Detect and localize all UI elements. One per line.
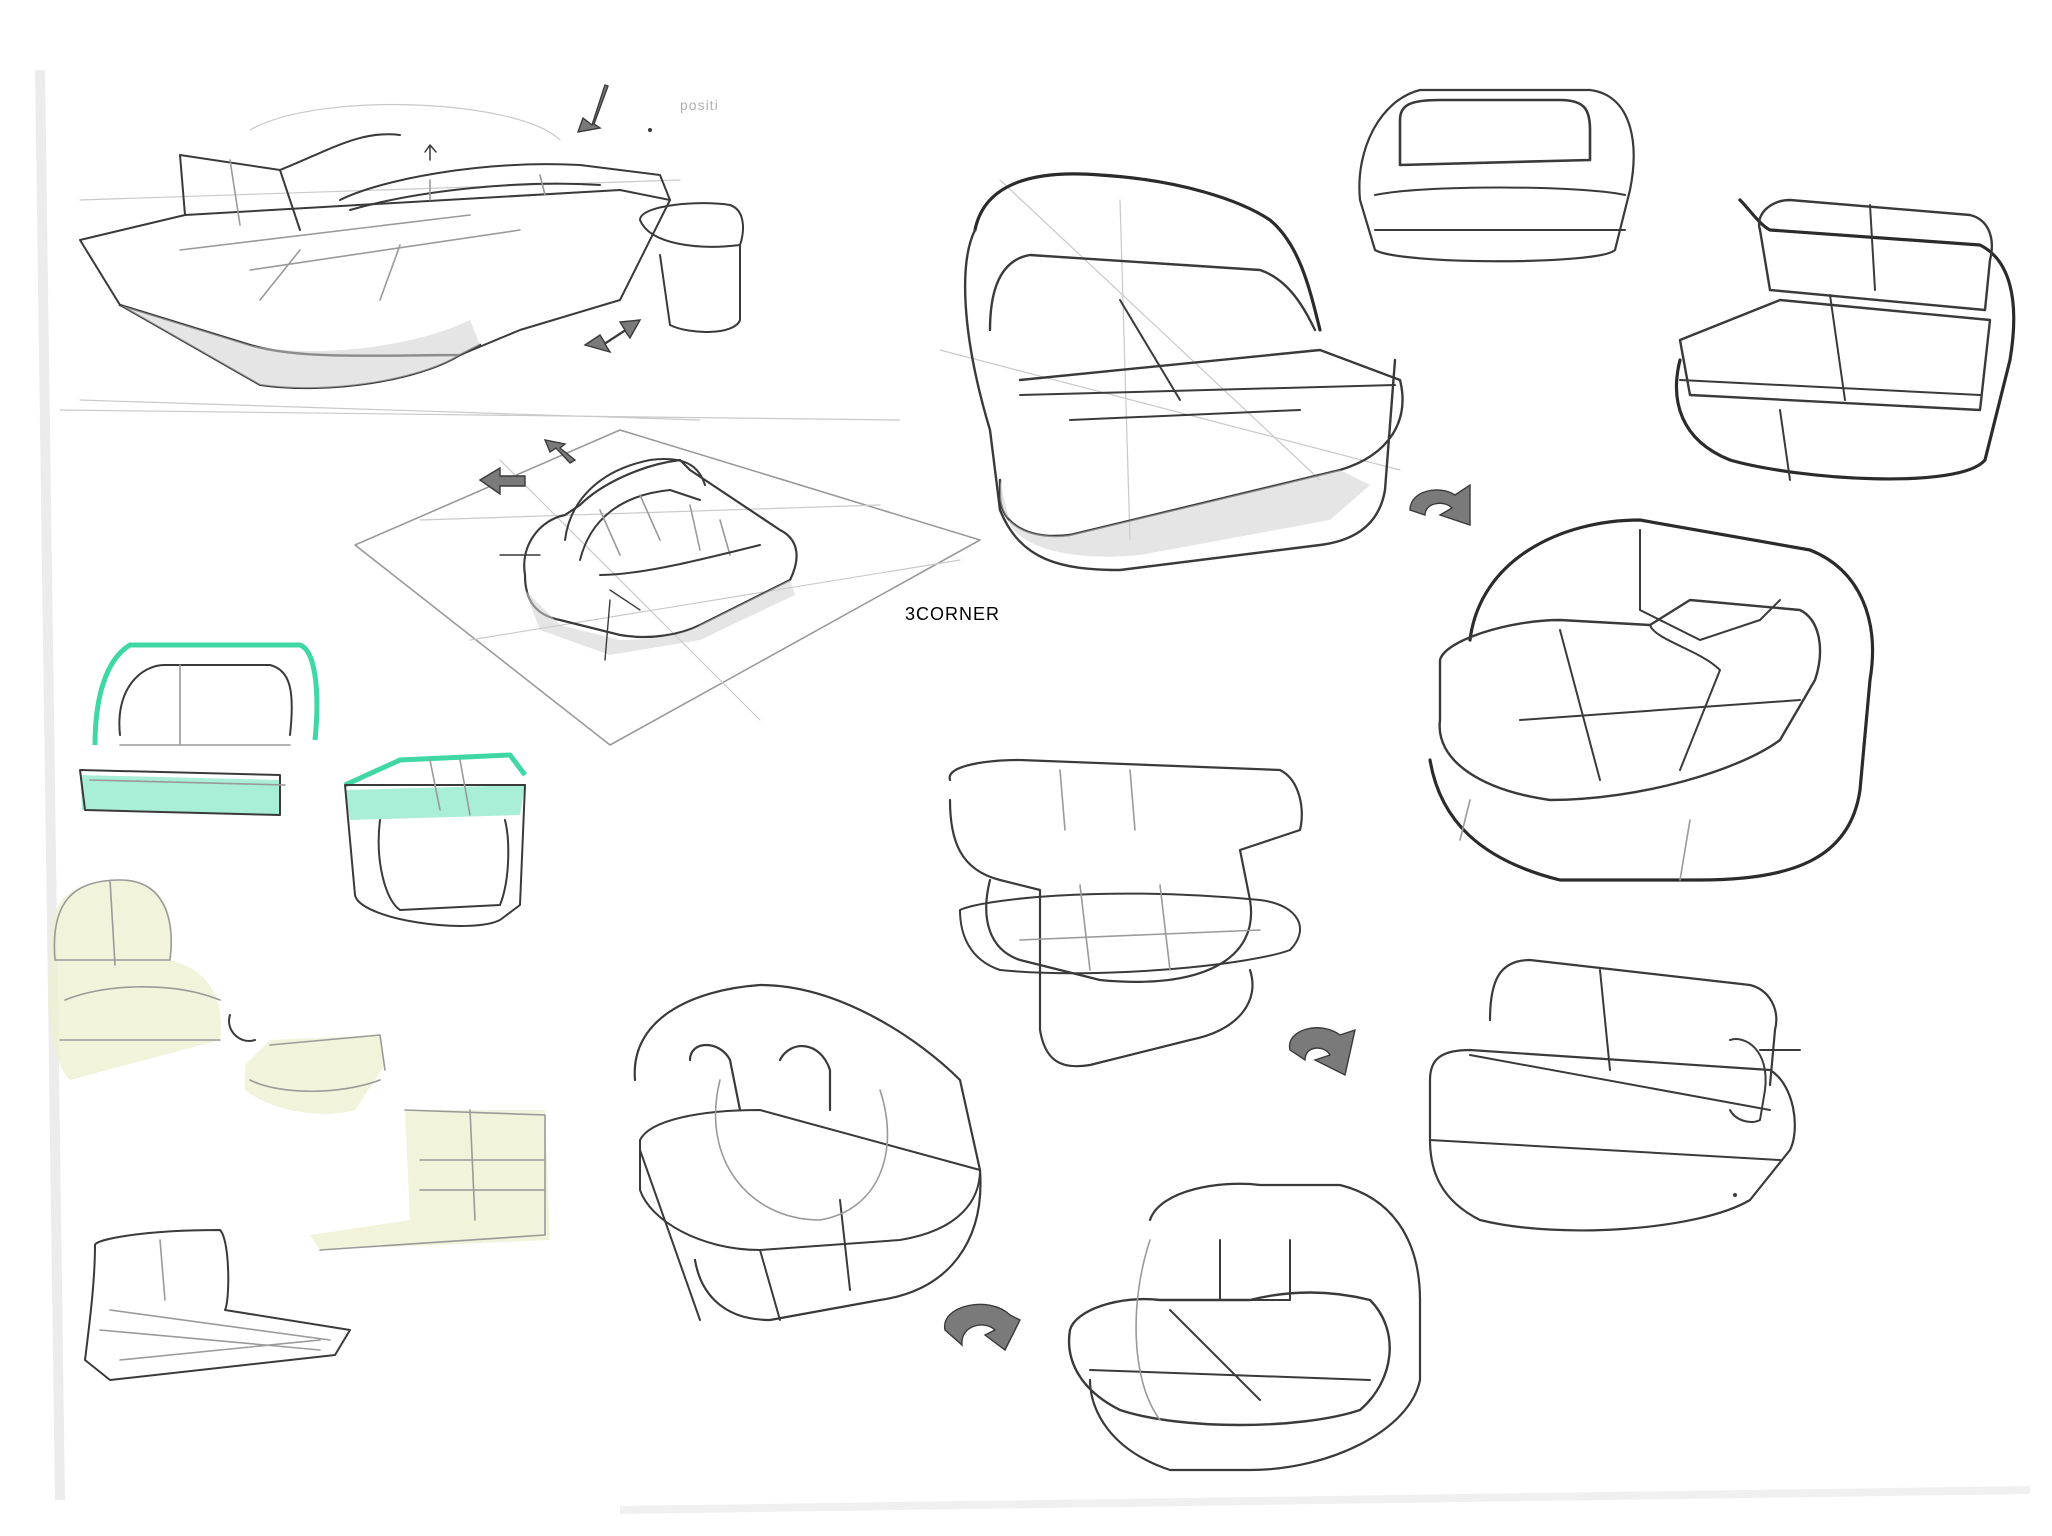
armchair-sketch <box>1428 518 1875 882</box>
rotate-arrow-icon <box>1288 1027 1356 1077</box>
armchair-sketch <box>939 172 1404 572</box>
loveseat-sketch <box>1674 198 2016 481</box>
modular-sofa-sketch <box>59 84 901 421</box>
top-note: positi <box>680 97 719 113</box>
rotate-arrow-icon <box>228 1014 256 1042</box>
corner-note: 3CORNER <box>905 604 1000 624</box>
rotate-arrow-icon <box>1409 483 1471 526</box>
armchair-sketch <box>633 983 982 1322</box>
floor-layout-sketch <box>354 429 981 746</box>
tinted-chair-sketches <box>48 879 550 1381</box>
loveseat-sketch <box>1428 958 1801 1232</box>
loveseat-sketch <box>1358 88 1635 263</box>
rotate-arrow-icon <box>944 1303 1021 1352</box>
armchair-sketch <box>948 758 1303 1068</box>
armchair-sketch <box>1067 1182 1422 1472</box>
green-chair-sketch <box>79 642 320 816</box>
green-box-chair-sketch <box>343 752 527 927</box>
